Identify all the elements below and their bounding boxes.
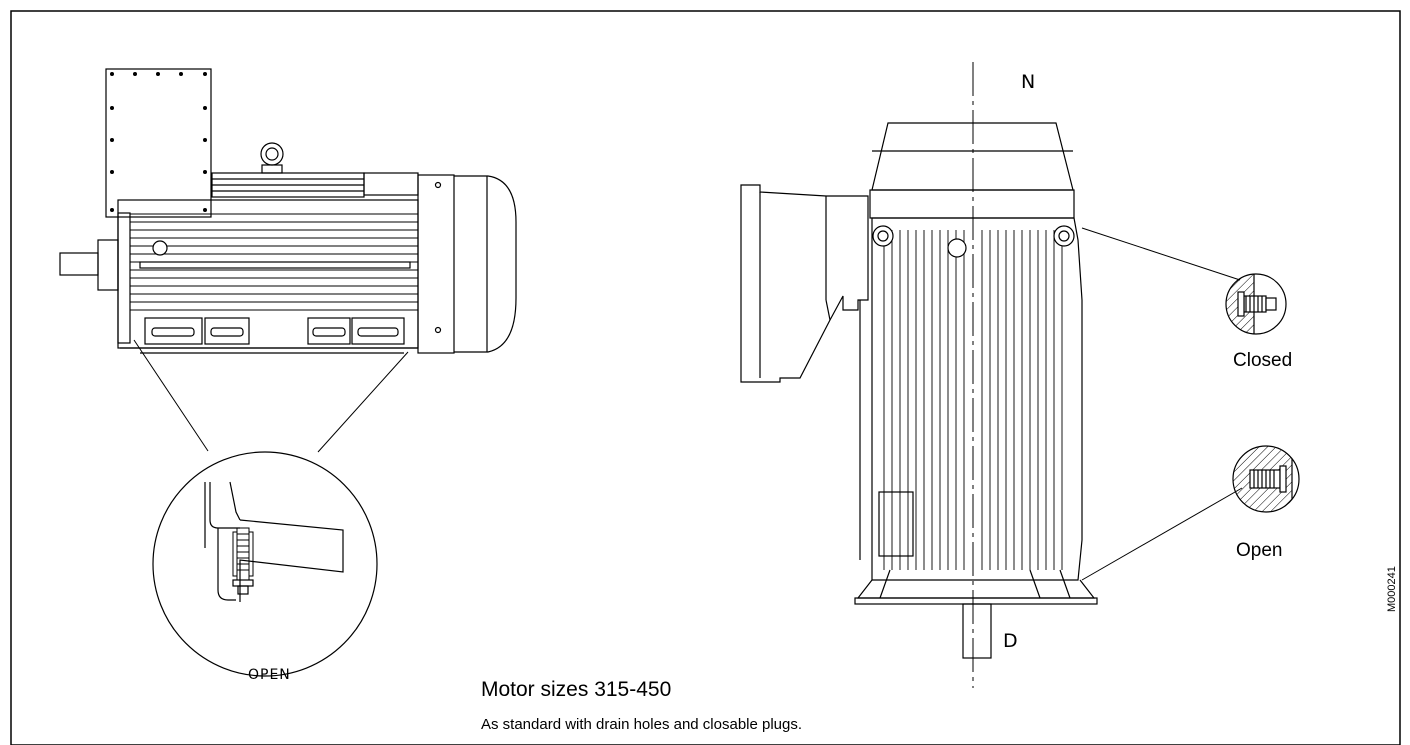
axis-label-d: D <box>1003 630 1018 652</box>
side-view-motor <box>59 68 517 354</box>
page-border <box>10 10 1401 745</box>
reference-code: M000241 <box>1386 566 1398 612</box>
drain-plug-detail-open-right <box>1232 445 1300 513</box>
label-open-left: OPEN <box>248 667 291 683</box>
label-closed: Closed <box>1233 350 1293 371</box>
vertical-motor <box>740 62 1098 688</box>
drain-plug-detail-closed <box>1225 273 1287 335</box>
caption-title: Motor sizes 315-450 <box>481 678 672 701</box>
drain-plug-detail-open <box>152 451 378 677</box>
caption-subtitle: As standard with drain holes and closabl… <box>481 716 803 733</box>
axis-label-n: N <box>1021 71 1036 93</box>
label-open-right: Open <box>1236 540 1283 561</box>
